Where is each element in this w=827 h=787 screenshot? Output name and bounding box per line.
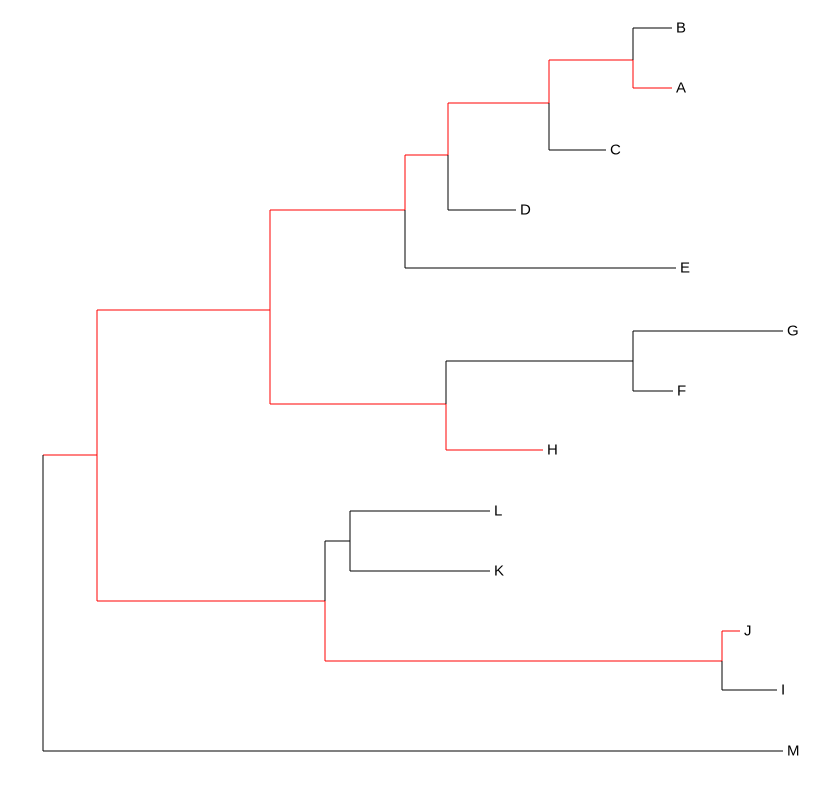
leaf-label-m: M — [787, 742, 800, 760]
leaf-label-c: C — [610, 141, 621, 159]
leaf-label-k: K — [494, 562, 505, 580]
leaf-label-h: H — [547, 441, 558, 459]
leaf-label-d: D — [520, 201, 531, 219]
leaf-label-l: L — [494, 502, 503, 520]
leaf-label-g: G — [787, 322, 799, 340]
leaf-label-a: A — [676, 79, 687, 97]
branch-group — [42, 27, 783, 752]
leaf-label-b: B — [676, 19, 687, 37]
leaf-label-f: F — [677, 382, 687, 400]
leaf-label-j: J — [744, 622, 752, 640]
leaf-label-i: I — [781, 681, 786, 699]
leaf-label-e: E — [680, 259, 691, 277]
